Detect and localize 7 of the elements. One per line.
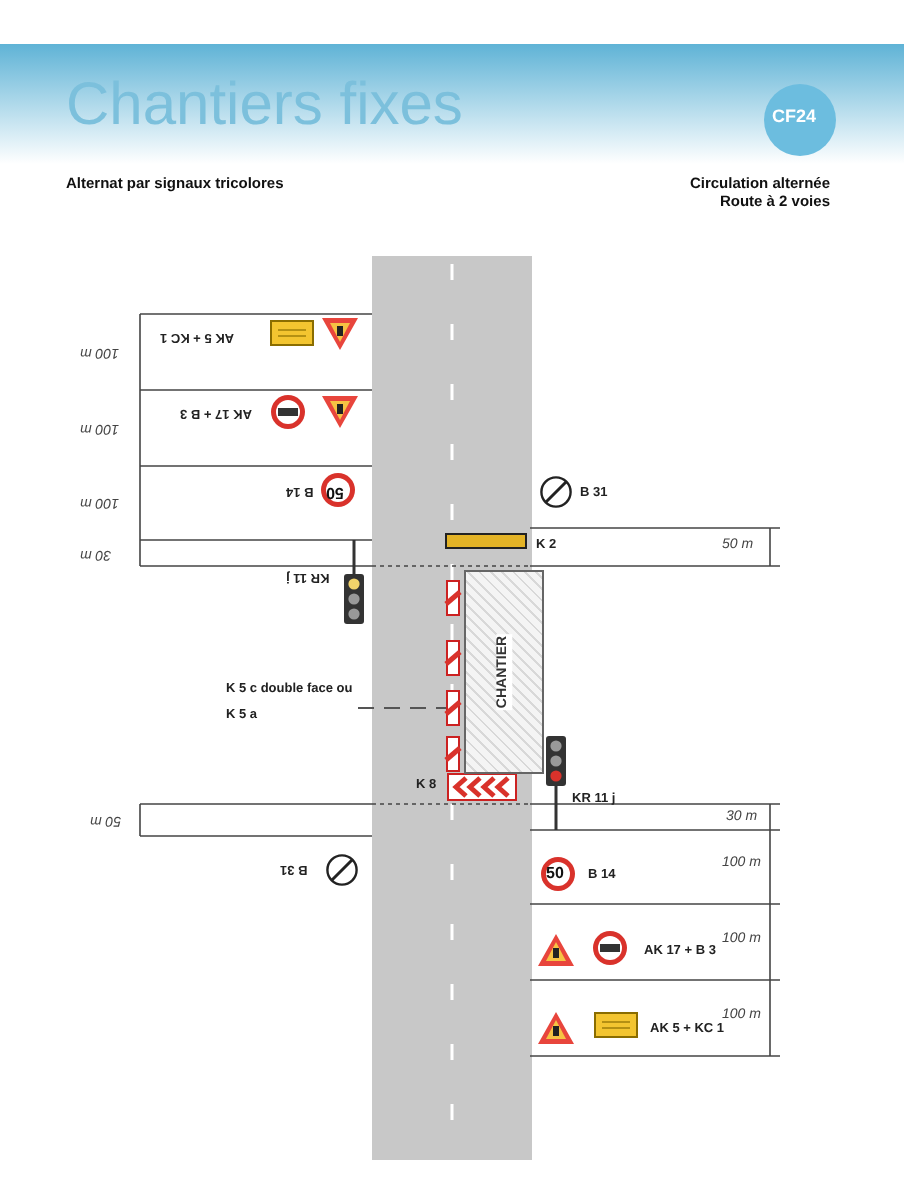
work-zone-box (464, 570, 544, 774)
sign-number: 50 (326, 482, 344, 500)
title: Chantiers fixes (66, 72, 463, 138)
sign-number: 50 (546, 866, 564, 884)
leader-line (357, 707, 447, 709)
delineator-post-icon (446, 690, 460, 726)
badge-code: CF24 (772, 108, 817, 128)
